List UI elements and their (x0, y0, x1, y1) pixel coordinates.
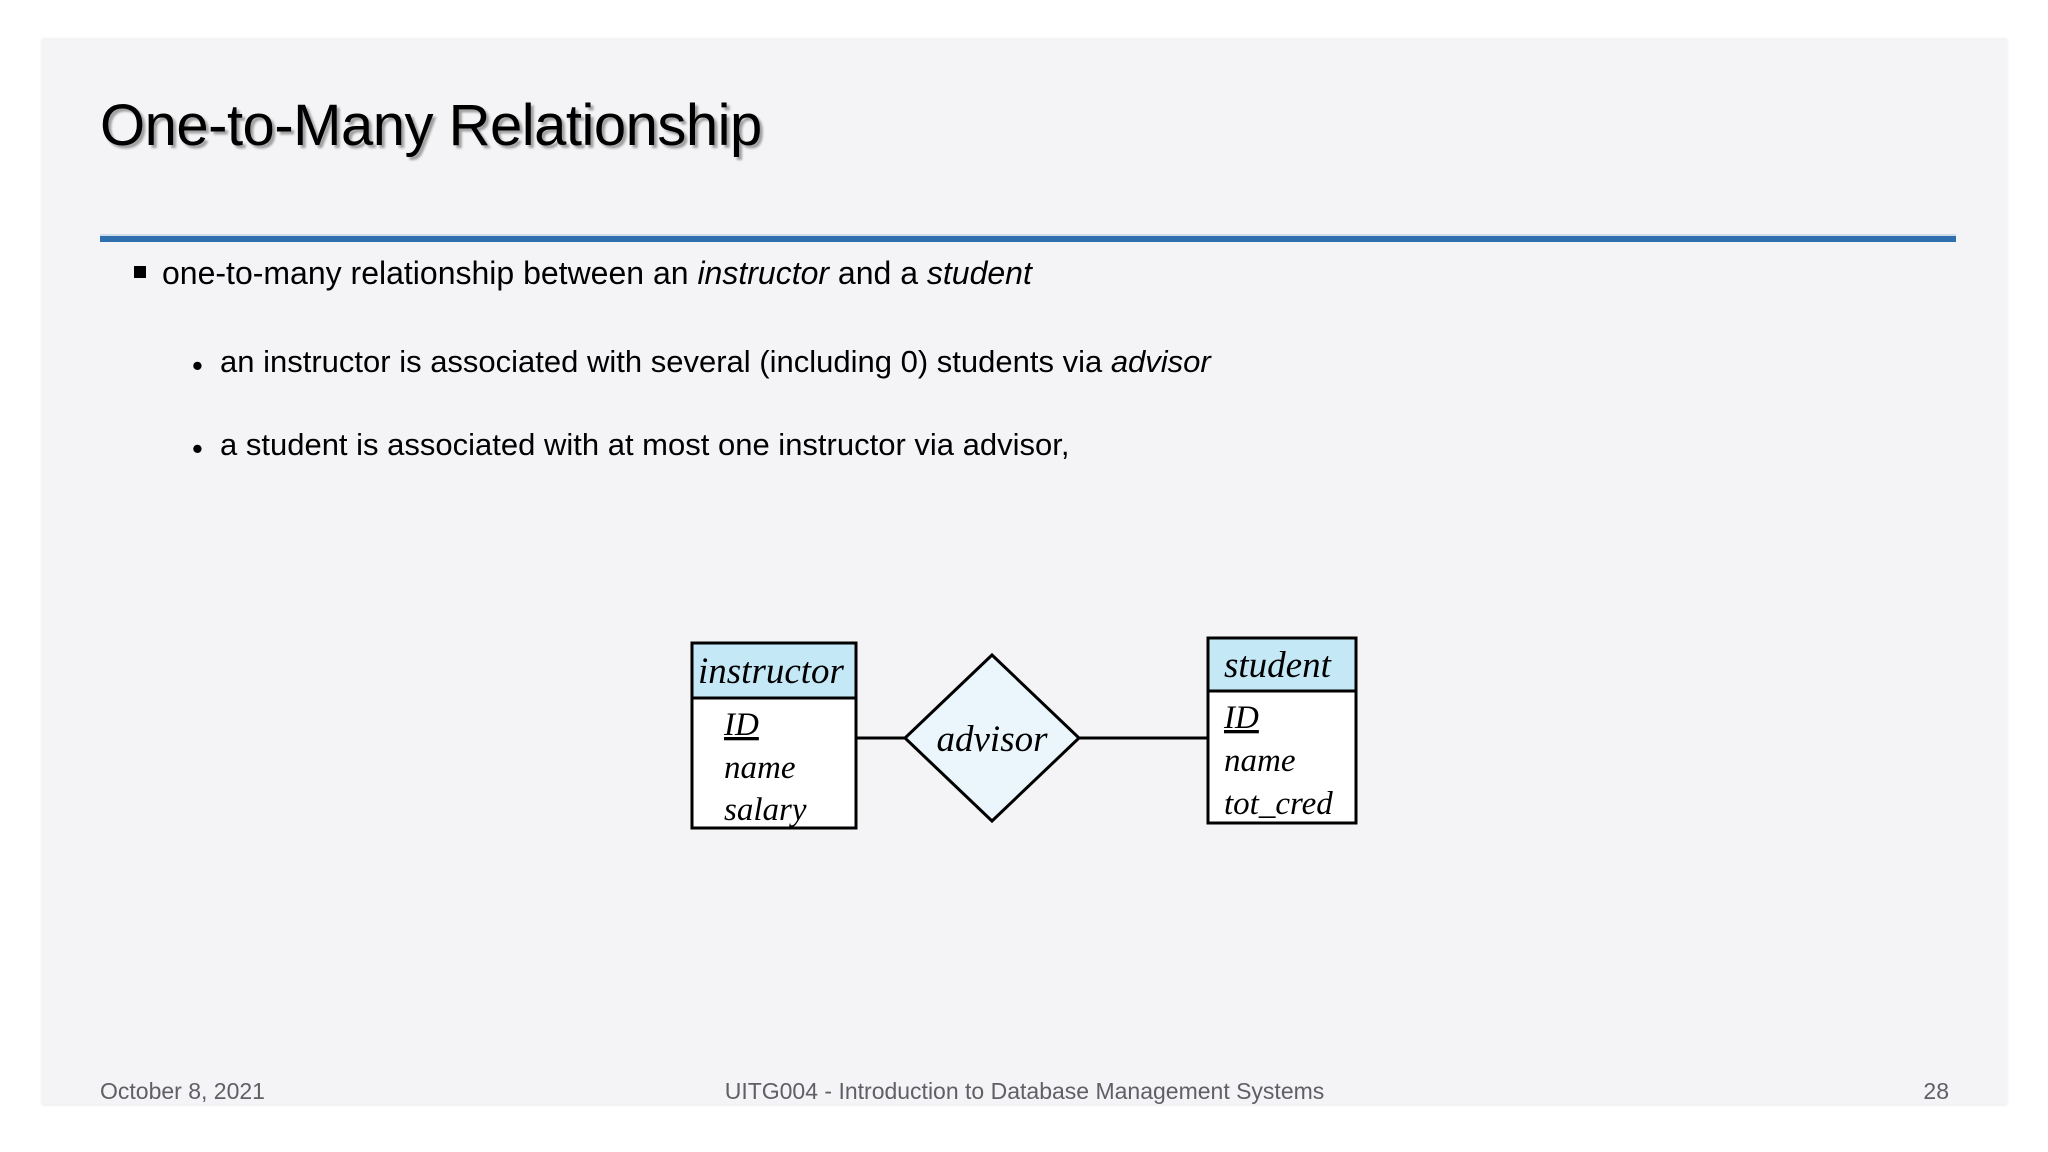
bullet-level1: one-to-many relationship between an inst… (100, 253, 1950, 293)
entity-instructor-attr-name: name (724, 750, 795, 786)
footer-page-number: 28 (1923, 1078, 1949, 1104)
entity-instructor-attr-id: ID (723, 707, 759, 743)
entity-instructor-attr-salary: salary (724, 792, 807, 828)
footer-date: October 8, 2021 (100, 1078, 265, 1104)
bullet1-emphasis-student: student (926, 255, 1032, 291)
page-title: One-to-Many Relationship (100, 93, 762, 158)
bullet-level2-instructor: • an instructor is associated with sever… (100, 343, 1950, 383)
round-bullet-icon: • (192, 430, 203, 466)
bullet-level2-student: • a student is associated with at most o… (100, 426, 1950, 466)
slide-footer: October 8, 2021 UITG004 - Introduction t… (42, 1078, 2007, 1118)
round-bullet-icon: • (192, 348, 203, 383)
entity-student: student ID name tot_cred (1206, 636, 1358, 825)
slide-canvas: One-to-Many Relationship one-to-many rel… (42, 38, 2007, 1104)
er-diagram: instructor ID name salary advisor studen… (642, 613, 1542, 893)
entity-instructor: instructor ID name salary (690, 641, 858, 830)
square-bullet-icon (134, 266, 146, 278)
footer-course-title: UITG004 - Introduction to Database Manag… (724, 1078, 1325, 1104)
body-content: one-to-many relationship between an inst… (100, 253, 1950, 509)
entity-student-attr-id: ID (1223, 700, 1259, 736)
entity-instructor-name: instructor (698, 651, 845, 692)
title-divider (100, 234, 1956, 242)
entity-student-name: student (1224, 645, 1333, 686)
bullet2-part1: an instructor is associated with several… (220, 344, 1111, 379)
bullet1-part2: and a (829, 255, 927, 291)
entity-student-attr-totcred: tot_cred (1224, 786, 1333, 822)
bullet1-part1: one-to-many relationship between an (162, 255, 698, 291)
bullet1-emphasis-instructor: instructor (697, 255, 830, 291)
bullet3-part1: a student is associated with at most one… (220, 426, 1070, 462)
bullet2-emphasis-advisor: advisor (1110, 344, 1211, 379)
title-block: One-to-Many Relationship (100, 93, 1950, 158)
relationship-advisor-label: advisor (937, 719, 1049, 760)
entity-student-attr-name: name (1224, 743, 1295, 779)
relationship-advisor: advisor (902, 652, 1082, 824)
